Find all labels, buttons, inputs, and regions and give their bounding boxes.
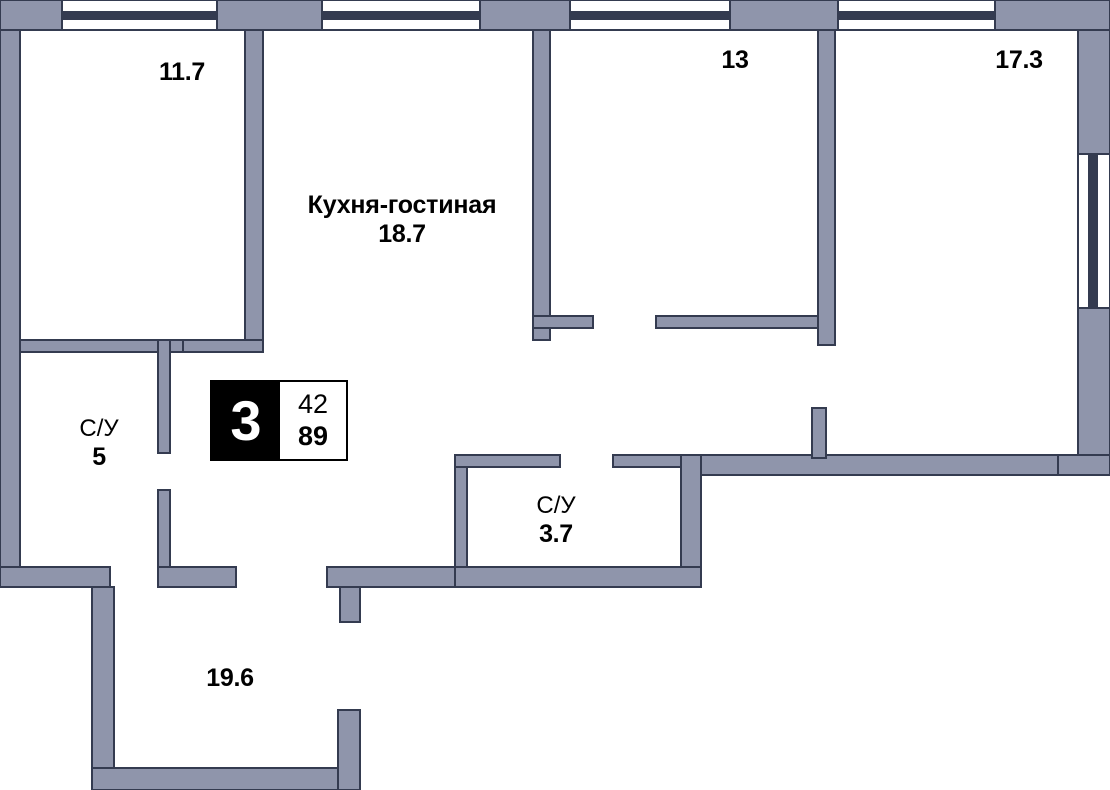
room-label-kitchen-living: Кухня-гостиная 18.7: [308, 191, 497, 249]
room-label-bathroom-left: С/У 5: [79, 415, 118, 471]
room-name: Кухня-гостиная: [307, 191, 497, 219]
wall-bathroom-mid-top-left: [454, 454, 561, 468]
wall-partition-kitchen-bedroom-mid: [532, 29, 551, 341]
wall-bedroom-mid-bottom: [655, 315, 819, 329]
wall-top-left-corner: [0, 0, 63, 31]
window-group: [61, 0, 1110, 311]
room-area-value: 18.7: [378, 219, 426, 248]
room-name: С/У: [536, 492, 576, 519]
wall-corridor-right-edge: [1057, 454, 1110, 476]
wall-top-pier-1: [216, 0, 323, 31]
window-right-vertical: [1077, 151, 1110, 311]
room-label-11-7: 11.7: [159, 58, 205, 87]
apartment-summary-badge: 3 42 89: [210, 380, 348, 461]
wall-exterior-right-upper: [1077, 29, 1110, 155]
wall-partition-bedroom-kitchen: [244, 29, 264, 341]
badge-room-count: 3: [212, 382, 280, 459]
room-label-17-3: 17.3: [995, 46, 1043, 75]
wall-stub-vertical-right: [811, 407, 827, 459]
window-top-2: [321, 0, 481, 31]
wall-hall-right: [337, 709, 361, 790]
room-label-19-6: 19.6: [206, 664, 254, 693]
wall-top-pier-3: [729, 0, 839, 31]
wall-hall-left: [91, 586, 115, 790]
wall-left-block-bottom: [0, 566, 111, 588]
wall-bathroom-left-right-upper: [157, 339, 171, 454]
wall-top-right-corner: [994, 0, 1110, 31]
wall-exterior-right-lower: [1077, 307, 1110, 476]
room-area-value: 3.7: [539, 519, 573, 548]
wall-hall-bottom: [91, 767, 361, 790]
wall-bathroom-left-right-lower: [157, 489, 171, 576]
wall-hall-stub-down: [339, 586, 361, 623]
room-area-value: 17.3: [995, 46, 1043, 74]
wall-group-overlay: [1057, 454, 1110, 476]
room-label-13: 13: [721, 46, 749, 75]
wall-exterior-left: [0, 29, 21, 576]
wall-partition-kitchen-foot: [532, 315, 594, 329]
window-top-3: [569, 0, 731, 31]
wall-bathroom-mid-left: [454, 454, 468, 571]
room-label-bathroom-mid: С/У 3.7: [536, 492, 575, 548]
wall-corridor-right-top: [700, 454, 1079, 476]
badge-number-bottom: 89: [297, 420, 329, 451]
wall-bathroom-mid-right: [680, 454, 702, 586]
room-area-value: 11.7: [158, 58, 206, 86]
wall-bathroom-left-top: [19, 339, 184, 353]
room-area-value: 13: [721, 46, 749, 74]
badge-number-top: 42: [297, 389, 329, 420]
badge-numbers: 42 89: [280, 382, 346, 459]
window-top-1: [61, 0, 218, 31]
room-area-value: 19.6: [206, 664, 254, 692]
wall-partition-mid-right: [817, 29, 836, 346]
wall-hall-top-middle: [326, 566, 468, 588]
window-top-4: [837, 0, 996, 31]
wall-top-pier-2: [479, 0, 571, 31]
wall-bathroom-mid-bottom: [454, 566, 702, 588]
room-area-value: 5: [92, 442, 106, 471]
room-name: С/У: [79, 415, 119, 442]
wall-hall-top-left: [157, 566, 237, 588]
wall-partition-bedroom-kitchen-foot: [179, 339, 264, 353]
